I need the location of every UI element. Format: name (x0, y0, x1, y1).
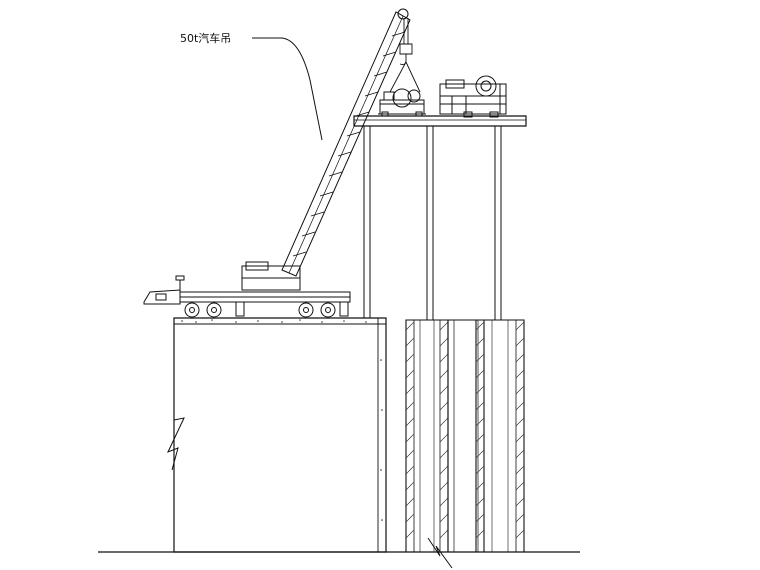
wheel (185, 303, 199, 317)
steel-columns (364, 126, 501, 320)
wheel (299, 303, 313, 317)
crane-truck (144, 262, 350, 317)
break-symbol (168, 418, 184, 470)
winch-machine-right (440, 76, 506, 117)
wheel (321, 303, 335, 317)
pile-right-hatch (476, 322, 524, 538)
crane-hook (390, 18, 420, 92)
pile-left-hatch (406, 322, 448, 538)
wheel (207, 303, 221, 317)
winch-machine-left (378, 89, 426, 116)
crane-boom (281, 9, 411, 277)
platform-beam (354, 116, 526, 126)
soil-speckles (181, 319, 383, 521)
callout-leader (252, 38, 322, 140)
pile-middle (448, 320, 484, 552)
callout-label: 50t汽车吊 (180, 31, 231, 45)
pile-break-symbol (428, 538, 452, 568)
pile-left (406, 320, 448, 552)
pile-right (476, 320, 524, 552)
soil-block (168, 318, 386, 552)
